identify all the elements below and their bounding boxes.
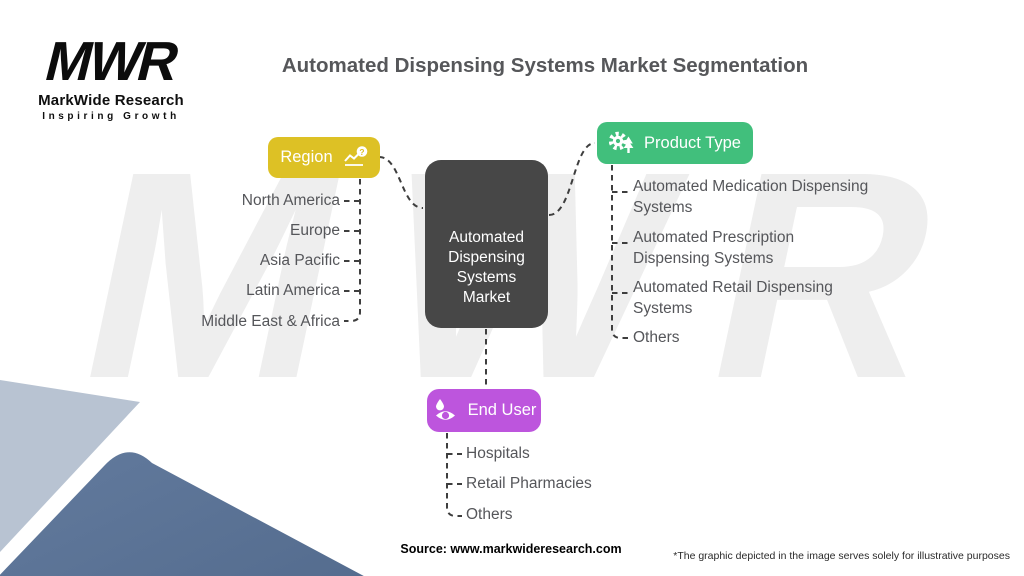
end-user-badge-label: End User <box>467 401 537 419</box>
product-item-others: Others <box>633 329 680 346</box>
end-user-badge: End User <box>427 389 541 432</box>
region-spine-line <box>344 179 361 322</box>
logo-acronym: MWR <box>39 30 184 92</box>
disclaimer-note: *The graphic depicted in the image serve… <box>673 550 1010 562</box>
eye-drop-icon <box>432 398 459 424</box>
logo-name: MarkWide Research <box>38 92 184 109</box>
corner-shape-dark <box>0 452 364 576</box>
source-line: Source: www.markwideresearch.com <box>400 542 622 556</box>
line-chart-question-icon: ? <box>342 145 368 170</box>
region-item-north-america: North America <box>241 192 340 209</box>
enduser-item-retail-pharmacies: Retail Pharmacies <box>466 475 592 492</box>
corner-shape-light <box>0 380 140 552</box>
region-badge-to-center-line <box>378 156 424 209</box>
center-market-label: Automated Dispensing Systems Market <box>448 229 525 306</box>
product-item-retail: Automated Retail Dispensing Systems <box>633 279 833 317</box>
region-item-mea: Middle East & Africa <box>201 313 340 330</box>
product-item-medication: Automated Medication Dispensing Systems <box>633 178 869 216</box>
product-spine-line <box>611 165 629 339</box>
region-badge: Region ? <box>268 137 380 178</box>
enduser-item-others: Others <box>466 506 513 523</box>
region-item-latin-america: Latin America <box>246 282 340 299</box>
region-badge-label: Region <box>280 148 333 166</box>
page-title: Automated Dispensing Systems Market Segm… <box>281 54 809 77</box>
enduser-spine-line <box>446 433 462 517</box>
logo-tagline: Inspiring Growth <box>42 111 180 122</box>
product-type-badge-label: Product Type <box>644 133 741 152</box>
product-item-prescription: Automated Prescription Dispensing System… <box>633 229 795 267</box>
gear-icon <box>609 131 635 155</box>
center-to-product-line <box>548 142 596 216</box>
svg-text:?: ? <box>359 147 364 157</box>
center-market-node: Automated Dispensing Systems Market <box>425 160 548 328</box>
region-item-europe: Europe <box>290 222 340 239</box>
enduser-item-hospitals: Hospitals <box>466 445 530 462</box>
markwide-logo: MWR MarkWide Research Inspiring Growth <box>30 30 192 122</box>
region-item-asia-pacific: Asia Pacific <box>259 252 340 269</box>
product-type-badge: Product Type <box>597 122 753 164</box>
